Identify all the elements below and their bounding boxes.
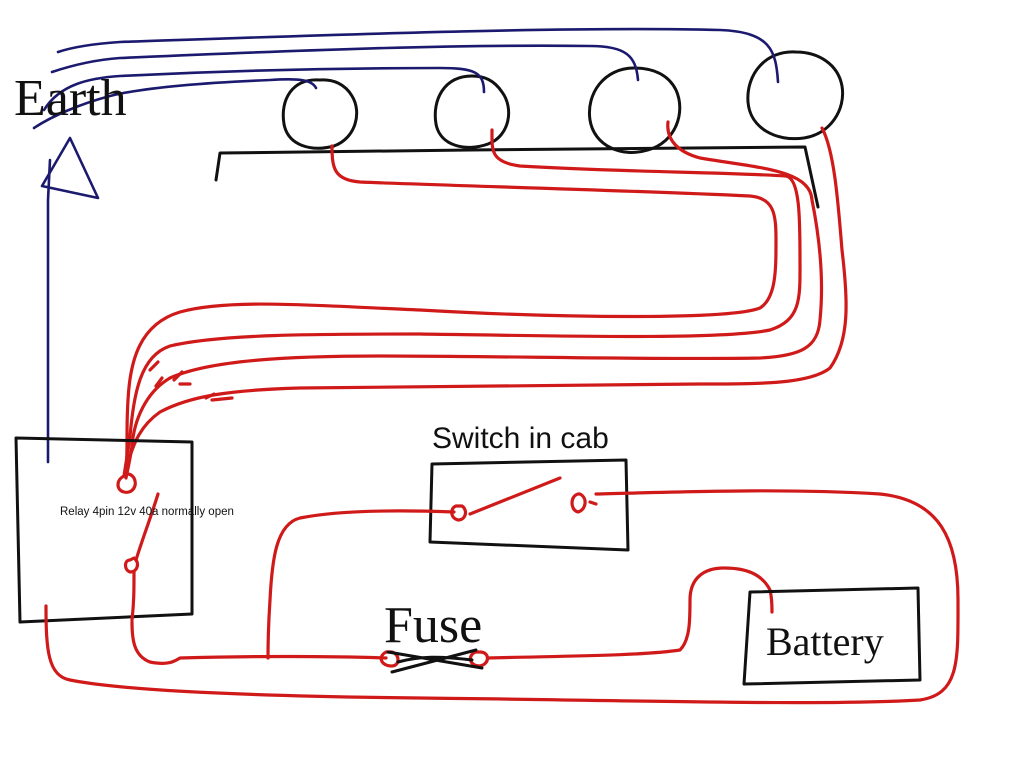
earth-wires — [32, 27, 780, 464]
switch-terminal-out — [570, 492, 587, 514]
relay-terminal-87 — [116, 472, 137, 494]
lamp-feed-wires — [122, 120, 848, 480]
switch-label: Switch in cab — [432, 422, 609, 455]
fuse-label: Fuse — [384, 597, 482, 654]
lamp-1 — [281, 78, 359, 150]
lamp-2 — [433, 74, 511, 149]
main-feed-wires — [130, 566, 774, 665]
battery-label: Battery — [766, 619, 884, 664]
earth-symbol — [40, 136, 100, 200]
switch-terminal-in — [450, 504, 468, 522]
battery — [742, 586, 922, 686]
light-bar — [214, 145, 820, 209]
switch-lever — [468, 476, 562, 516]
earth-label: Earth — [14, 70, 127, 127]
switch-wires — [44, 489, 960, 705]
lamp-4 — [746, 50, 845, 141]
relay — [14, 436, 194, 624]
relay-label: Relay 4pin 12v 40a normally open — [60, 506, 234, 518]
lamp-3 — [587, 66, 682, 154]
cab-switch — [428, 458, 630, 552]
